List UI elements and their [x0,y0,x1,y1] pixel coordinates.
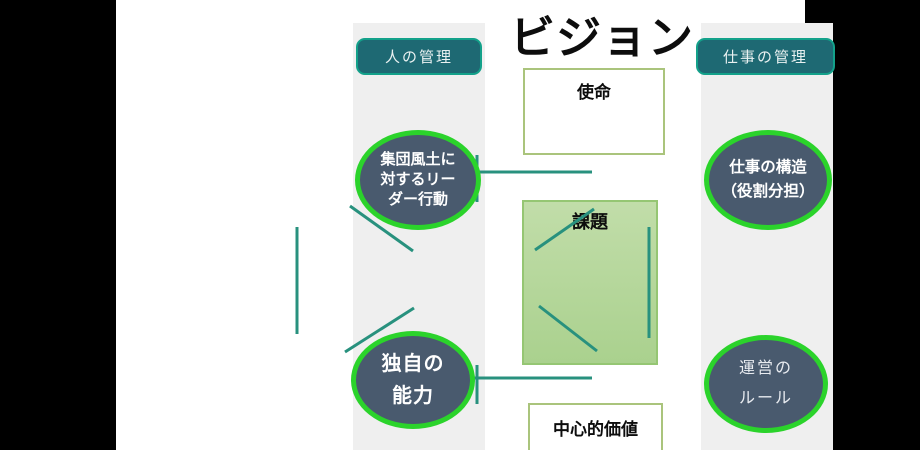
connector-capability-issues [344,306,415,354]
unique-capability-ellipse: 独自の 能力 [351,331,475,429]
leader-behavior-ellipse: 集団風土に 対するリー ダー行動 [355,130,481,230]
work-management-label: 仕事の管理 [722,49,808,66]
unique-capability-line2: 能力 [392,385,434,407]
core-values-box: 中心的価値 [528,403,663,450]
mission-label: 使命 [577,83,611,102]
leader-behavior-line3: ダー行動 [387,191,448,209]
mission-box: 使命 [523,68,665,155]
issues-box: 課題 [522,200,658,365]
operation-rules-line2: ルール [738,390,793,407]
core-values-label: 中心的価値 [553,420,638,439]
slide-canvas: ビジョン 人の管理 仕事の管理 使命 課題 中心的価値 [116,0,835,450]
work-structure-ellipse: 仕事の構造 （役割分担） [704,130,832,230]
work-structure-line1: 仕事の構造 [729,158,807,176]
leader-behavior-line1: 集団風土に [380,150,456,168]
people-management-label: 人の管理 [384,49,453,66]
unique-capability-line1: 独自の [381,353,445,375]
connector-leader-issues [349,204,414,253]
page-title: ビジョン [509,12,694,63]
operation-rules-ellipse: 運営の ルール [704,335,828,433]
work-management-header: 仕事の管理 [696,38,835,75]
connector-rules-issues [538,304,598,353]
leader-behavior-line2: 対するリー [380,170,456,188]
operation-rules-line1: 運営の [738,359,793,377]
work-structure-line2: （役割分担） [721,183,815,200]
connector-structure-issues [534,207,595,252]
people-management-header: 人の管理 [356,38,482,75]
